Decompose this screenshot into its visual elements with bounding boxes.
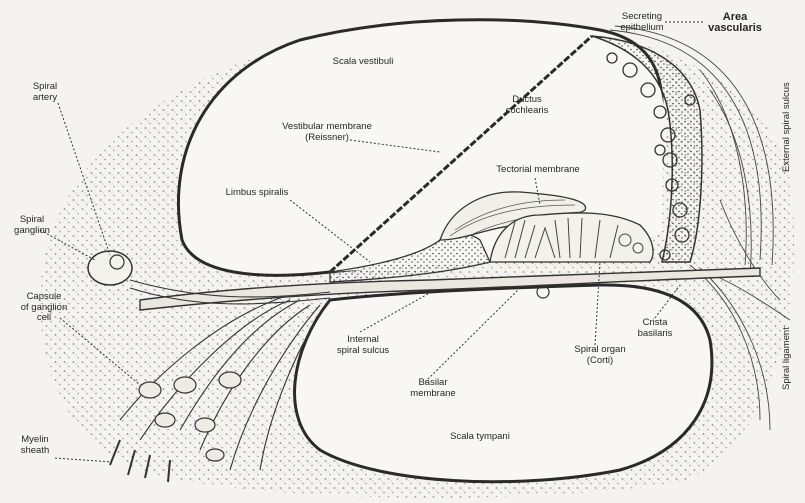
label-ductus-cochlearis: Ductus cochlearis <box>482 95 572 116</box>
label-external-spiral-sulcus: External spiral sulcus <box>782 82 793 172</box>
scala-tympani-chamber <box>295 285 712 482</box>
label-spiral-ligament: Spiral ligament <box>782 327 793 390</box>
label-spiral-organ: Spiral organ (Corti) <box>560 345 640 366</box>
label-internal-spiral-sulcus: Internal spiral sulcus <box>318 335 408 356</box>
label-crista-basilaris: Crista basilaris <box>625 318 685 339</box>
label-secreting-epithelium: Secreting epithelium <box>612 12 672 33</box>
label-vestibular-membrane: Vestibular membrane (Reissner) <box>262 122 392 143</box>
label-capsule-ganglion: Capsule of ganglion cell <box>12 292 76 324</box>
label-area-vascularis: Area vascularis <box>700 12 770 34</box>
label-scala-vestibuli: Scala vestibuli <box>318 57 408 68</box>
label-limbus-spiralis: Limbus spiralis <box>212 188 302 199</box>
label-basilar-membrane: Basilar membrane <box>398 378 468 399</box>
spiral-ganglion <box>88 251 132 285</box>
label-tectorial-membrane: Tectorial membrane <box>478 165 598 176</box>
label-scala-tympani: Scala tympani <box>435 432 525 443</box>
label-myelin-sheath: Myelin sheath <box>10 435 60 456</box>
label-spiral-ganglion: Spiral ganglion <box>6 215 58 236</box>
label-spiral-artery: Spiral artery <box>20 82 70 103</box>
